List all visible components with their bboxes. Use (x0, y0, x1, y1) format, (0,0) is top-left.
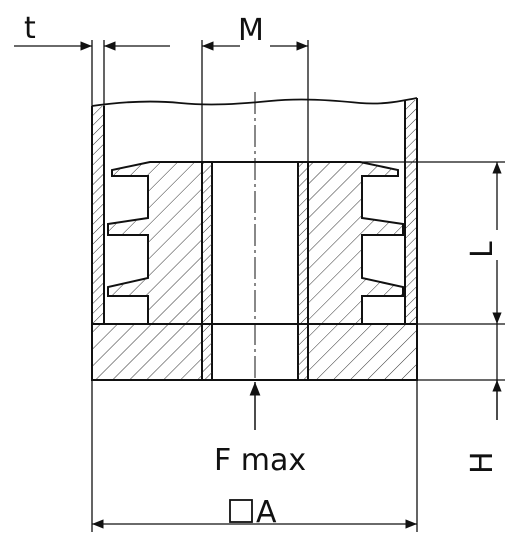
right-wall-hatch (406, 100, 416, 324)
plug-right-section (307, 161, 418, 381)
break-line (91, 97, 418, 107)
bore-left-sleeve (203, 163, 212, 379)
dimension-A (91, 380, 418, 532)
square-symbol-icon (229, 499, 253, 523)
dimension-L (308, 161, 505, 325)
label-M: M (238, 13, 264, 48)
plug-left-section (91, 161, 203, 381)
label-t: t (24, 11, 36, 46)
dimension-t (14, 40, 170, 106)
tube-wall (91, 97, 418, 324)
left-wall-hatch (93, 106, 103, 324)
label-A: A (256, 495, 277, 530)
label-L: L (465, 241, 500, 258)
label-H: H (465, 451, 500, 474)
dimension-H (417, 324, 505, 420)
dimension-M (201, 40, 309, 162)
label-F-max: F max (214, 443, 306, 478)
bore-right-sleeve (298, 163, 307, 379)
